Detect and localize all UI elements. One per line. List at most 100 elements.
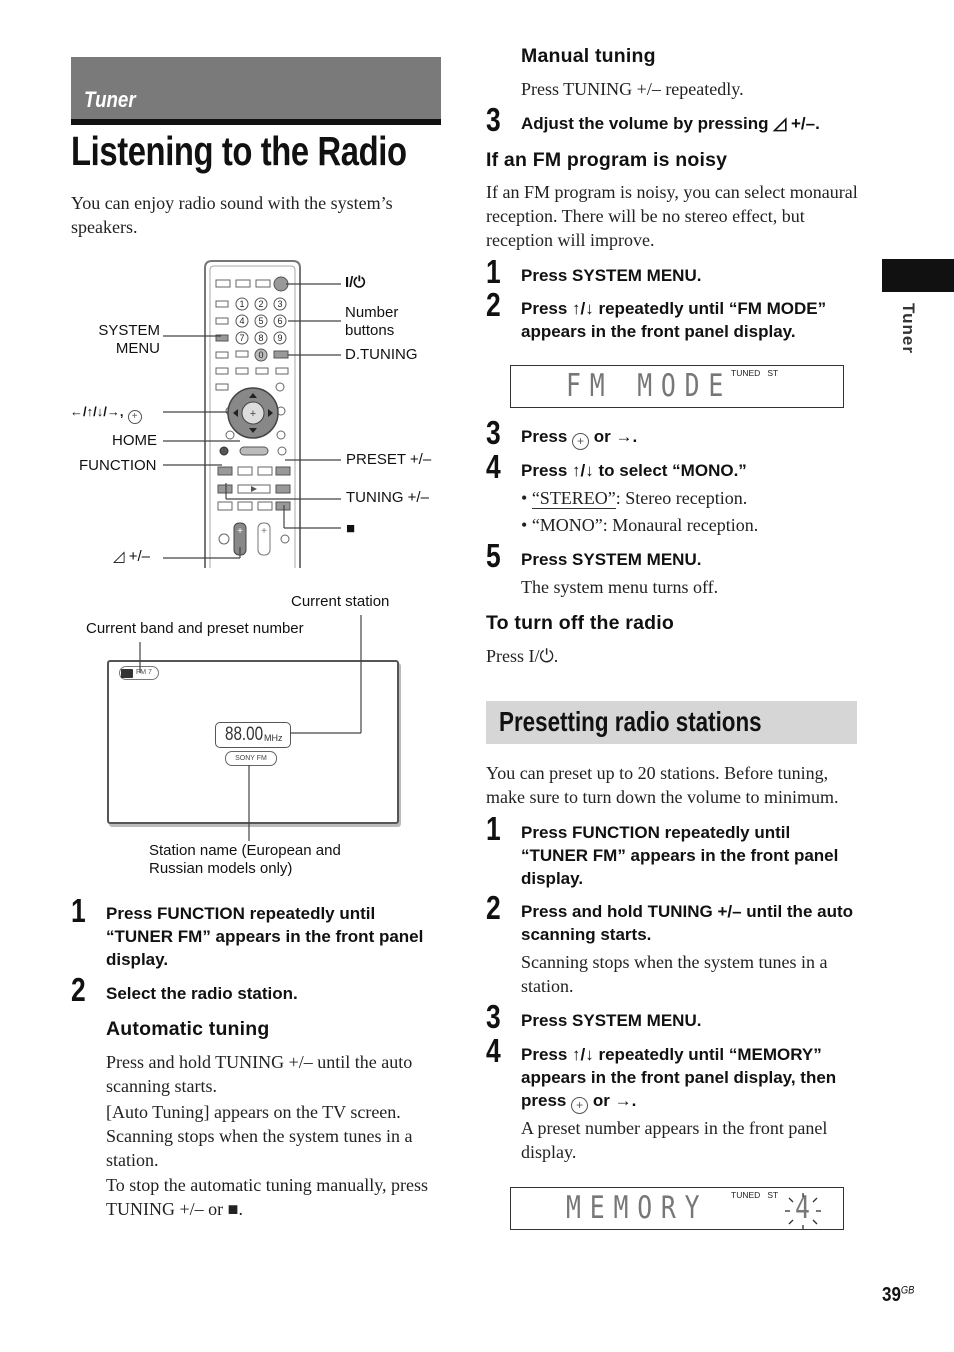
step-number: 1: [486, 253, 501, 290]
svg-text:4: 4: [239, 316, 244, 326]
front-panel-display-fm-mode: TUNED ST FM MODE: [510, 365, 844, 408]
section-header-bar: Tuner: [71, 57, 441, 119]
turn-off-text: Press I/⏻.: [486, 646, 559, 666]
side-tab-marker: [882, 259, 954, 292]
step-text: Press SYSTEM MENU.: [521, 1011, 702, 1030]
svg-text:9: 9: [277, 333, 282, 343]
step-text: Press + or →.: [521, 425, 861, 450]
bullet-stereo: • “STEREO”: Stereo reception.: [521, 488, 748, 509]
current-station-label: Current station: [291, 593, 390, 610]
step-number: 4: [486, 448, 501, 485]
fm-noisy-paragraph: If an FM program is noisy, you can selec…: [486, 182, 858, 250]
frequency-value: 88.00: [225, 724, 264, 745]
volume-callout: ◿ +/–: [113, 548, 150, 566]
band-badge-text: FM 7: [136, 669, 152, 676]
manual-tuning-p1: Press TUNING +/– repeatedly.: [521, 79, 744, 99]
auto-tuning-p2: [Auto Tuning] appears on the TV screen. …: [106, 1102, 413, 1170]
step-text: Press SYSTEM MENU.: [521, 266, 702, 285]
side-tab-label: Tuner: [899, 303, 918, 354]
svg-text:+: +: [237, 526, 243, 537]
d-tuning-callout: D.TUNING: [345, 346, 418, 363]
svg-text:+: +: [261, 526, 267, 537]
step-text: Adjust the volume by pressing ◿ +/–.: [521, 114, 820, 133]
station-name-label: Station name (European and Russian model…: [149, 842, 341, 877]
step-text-pre: Press: [521, 427, 568, 446]
stereo-desc: : Stereo reception.: [615, 488, 748, 508]
svg-text:8: 8: [258, 333, 263, 343]
volume-icon: ◿: [113, 548, 125, 565]
step-number: 3: [486, 414, 501, 451]
step-text: Press FUNCTION repeatedly until “TUNER F…: [521, 823, 839, 888]
step-number: 2: [71, 971, 86, 1008]
svg-text:3: 3: [277, 299, 282, 309]
function-callout: FUNCTION: [79, 457, 157, 474]
presetting-heading: Presetting radio stations: [499, 706, 762, 737]
step-number: 2: [486, 889, 501, 926]
page-number: 39GB: [882, 1284, 914, 1307]
step-text-post: or →.: [592, 1091, 637, 1110]
step-number: 4: [486, 1032, 501, 1069]
stop-callout: ■: [346, 520, 356, 537]
auto-tuning-p1: Press and hold TUNING +/– until the auto…: [106, 1052, 413, 1096]
radio-icon: [121, 669, 133, 678]
bullet-mono: • “MONO”: Monaural reception.: [521, 515, 759, 535]
step-text-pre: Press ↑/↓ repeatedly until “MEMORY” appe…: [521, 1045, 837, 1110]
enter-icon: +: [571, 1097, 589, 1114]
step-number: 3: [486, 998, 501, 1035]
step-text: Press ↑/↓ repeatedly until “MEMORY” appe…: [521, 1043, 861, 1114]
lcd-preset-number: 4: [795, 1190, 810, 1226]
intro-paragraph: You can enjoy radio sound with the syste…: [71, 193, 393, 237]
svg-text:+: +: [250, 408, 256, 420]
volume-label: +/–: [128, 548, 150, 565]
svg-text:0: 0: [258, 350, 263, 360]
preset-callout: PRESET +/–: [346, 451, 432, 468]
stereo-link[interactable]: “STEREO”: [531, 488, 616, 509]
manual-tuning-heading: Manual tuning: [521, 45, 656, 67]
step-number: 2: [486, 286, 501, 323]
lcd-text: FM MODE: [566, 368, 733, 404]
step-text: Select the radio station.: [106, 984, 298, 1003]
auto-tuning-p3: To stop the automatic tuning manually, p…: [106, 1175, 429, 1219]
section-header-label: Tuner: [84, 87, 136, 112]
step-text: Press ↑/↓ to select “MONO.”: [521, 461, 747, 480]
power-callout: I/⏻: [345, 274, 366, 291]
band-preset-label: Current band and preset number: [86, 620, 304, 637]
svg-text:5: 5: [258, 316, 263, 326]
arrows-callout: ←/↑/↓/→, +: [70, 403, 142, 424]
number-buttons-callout: Number buttons: [345, 304, 399, 339]
station-name-box: SONY FM: [225, 751, 277, 766]
turn-off-heading: To turn off the radio: [486, 612, 674, 634]
svg-text:6: 6: [277, 316, 282, 326]
step-number: 1: [71, 892, 86, 929]
title-rule: [71, 119, 441, 125]
step-text: Press SYSTEM MENU.: [521, 550, 702, 569]
arrows-label: ←/↑/↓/→,: [70, 404, 124, 419]
svg-text:2: 2: [258, 299, 263, 309]
lcd-text: MEMORY: [566, 1190, 709, 1226]
step-text-post: or →.: [593, 427, 638, 446]
presetting-intro: You can preset up to 20 stations. Before…: [486, 763, 839, 807]
step5-note: The system menu turns off.: [521, 577, 719, 597]
tuning-callout: TUNING +/–: [346, 489, 429, 506]
step2-note: Scanning stops when the system tunes in …: [521, 952, 828, 996]
presetting-heading-bar: Presetting radio stations: [486, 701, 857, 744]
fm-noisy-heading: If an FM program is noisy: [486, 149, 728, 171]
page-number-suffix: GB: [900, 1284, 915, 1297]
enter-icon: +: [127, 410, 142, 424]
svg-text:1: 1: [239, 299, 244, 309]
frequency-box: 88.00 MHz: [215, 722, 291, 748]
station-name-text: SONY FM: [235, 755, 267, 762]
step-number: 5: [486, 537, 501, 574]
step-text: Press FUNCTION repeatedly until “TUNER F…: [106, 904, 424, 969]
page-number-value: 39: [882, 1284, 901, 1306]
tv-screen-frame: FM 7 88.00 MHz SONY FM: [107, 660, 399, 824]
frequency-unit: MHz: [264, 733, 283, 743]
mono-desc: “MONO”: Monaural reception.: [531, 515, 759, 535]
blink-rays-icon: [785, 1193, 821, 1229]
step4-note: A preset number appears in the front pan…: [521, 1118, 828, 1162]
lcd-flags: TUNED ST: [731, 1190, 779, 1200]
automatic-tuning-heading: Automatic tuning: [106, 1018, 270, 1040]
enter-icon: +: [572, 433, 590, 450]
step-text: Press and hold TUNING +/– until the auto…: [521, 902, 854, 944]
step-text: Press ↑/↓ repeatedly until “FM MODE” app…: [521, 299, 827, 341]
